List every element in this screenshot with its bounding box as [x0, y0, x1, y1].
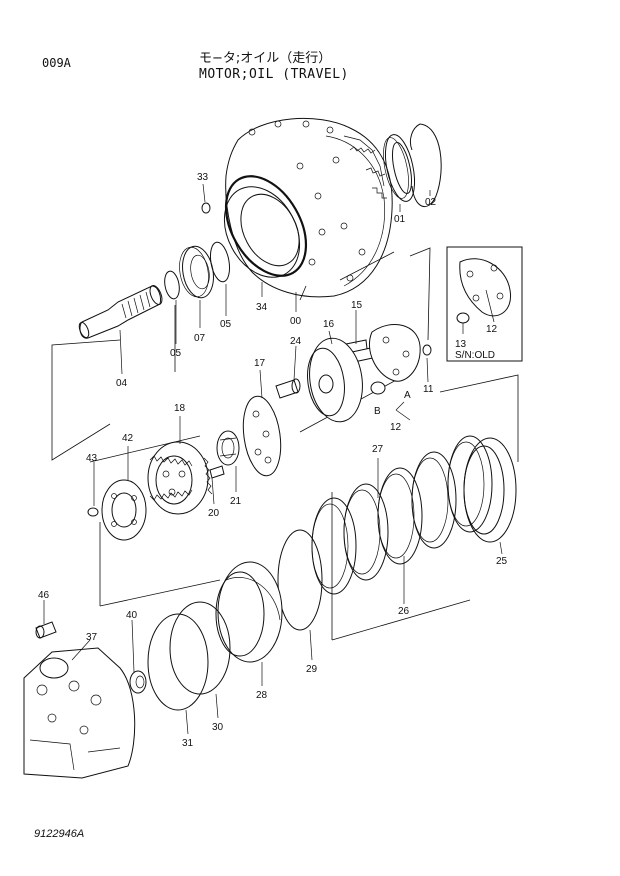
callout-26: 26: [398, 606, 410, 617]
part-shaft-04[interactable]: [77, 284, 164, 339]
part-40[interactable]: [129, 670, 147, 694]
callout-31: 31: [182, 738, 194, 749]
callout-21: 21: [230, 496, 242, 507]
part-ring-05-lower[interactable]: [163, 270, 182, 300]
callout-40: 40: [126, 610, 138, 621]
callout-20: 20: [208, 508, 220, 519]
callout-42: 42: [122, 433, 134, 444]
callout-25: 25: [496, 556, 508, 567]
callout-04: 04: [116, 378, 128, 389]
inset-label-13: 13: [455, 339, 467, 350]
part-plate-12[interactable]: [369, 324, 421, 382]
callout-29: 29: [306, 664, 318, 675]
drawing-number: 9122946A: [34, 828, 85, 840]
part-ring-33[interactable]: [201, 202, 211, 214]
part-bearing-07[interactable]: [176, 244, 217, 300]
callout-11: 11: [423, 384, 434, 395]
part-oring-34[interactable]: [210, 162, 323, 290]
part-piston-28[interactable]: [215, 561, 283, 663]
leader-lines: [43, 183, 503, 735]
callout-34: 34: [256, 302, 268, 313]
callout-01: 01: [394, 214, 406, 225]
inset-old-serial: [446, 246, 523, 362]
part-valve-block-37[interactable]: [23, 647, 136, 779]
callout-17: 17: [254, 358, 266, 369]
callout-02: 02: [425, 197, 437, 208]
part-plate-25[interactable]: [463, 437, 517, 543]
callout-00: 00: [290, 316, 302, 327]
part-plate-42[interactable]: [101, 479, 147, 541]
part-bearing-21[interactable]: [216, 430, 240, 466]
part-pin-20[interactable]: [209, 465, 225, 479]
page-code: 009A: [42, 56, 71, 70]
callout-12: 12: [390, 422, 402, 433]
title-japanese: モ−タ;オイル（走行）: [199, 51, 332, 66]
callout-18: 18: [174, 403, 186, 414]
part-snapring-02[interactable]: [411, 123, 442, 208]
part-bolt-46[interactable]: [35, 621, 57, 639]
callout-B: B: [374, 406, 381, 417]
callout-27: 27: [372, 444, 384, 455]
callout-33: 33: [197, 172, 209, 183]
part-gear-18[interactable]: [147, 441, 213, 515]
part-43[interactable]: [87, 507, 99, 517]
part-24[interactable]: [275, 378, 301, 399]
callout-24: 24: [290, 336, 302, 347]
callout-15: 15: [351, 300, 363, 311]
part-seal-01[interactable]: [379, 132, 420, 204]
part-plug-13[interactable]: [370, 381, 386, 395]
callout-05-lower: 05: [170, 348, 182, 359]
part-ring-31[interactable]: [147, 613, 209, 711]
inset-note: S/N:OLD: [455, 350, 495, 361]
part-ring-29[interactable]: [277, 529, 323, 631]
inset-label-12: 12: [486, 324, 498, 335]
callout-07: 07: [194, 333, 206, 344]
callout-37: 37: [86, 632, 98, 643]
title-english: MOTOR;OIL (TRAVEL): [199, 67, 349, 82]
callout-43: 43: [86, 453, 98, 464]
part-plate-17[interactable]: [239, 394, 286, 478]
callout-30: 30: [212, 722, 224, 733]
part-friction-plates-27[interactable]: [311, 435, 493, 595]
callout-16: 16: [323, 319, 335, 330]
callout-A: A: [404, 390, 411, 401]
callout-46: 46: [38, 590, 50, 601]
part-ring-30[interactable]: [169, 601, 231, 695]
callout-05-upper: 05: [220, 319, 232, 330]
callout-28: 28: [256, 690, 268, 701]
part-housing-00[interactable]: [209, 117, 393, 298]
part-11[interactable]: [422, 344, 432, 356]
part-piston-16[interactable]: [303, 335, 367, 425]
